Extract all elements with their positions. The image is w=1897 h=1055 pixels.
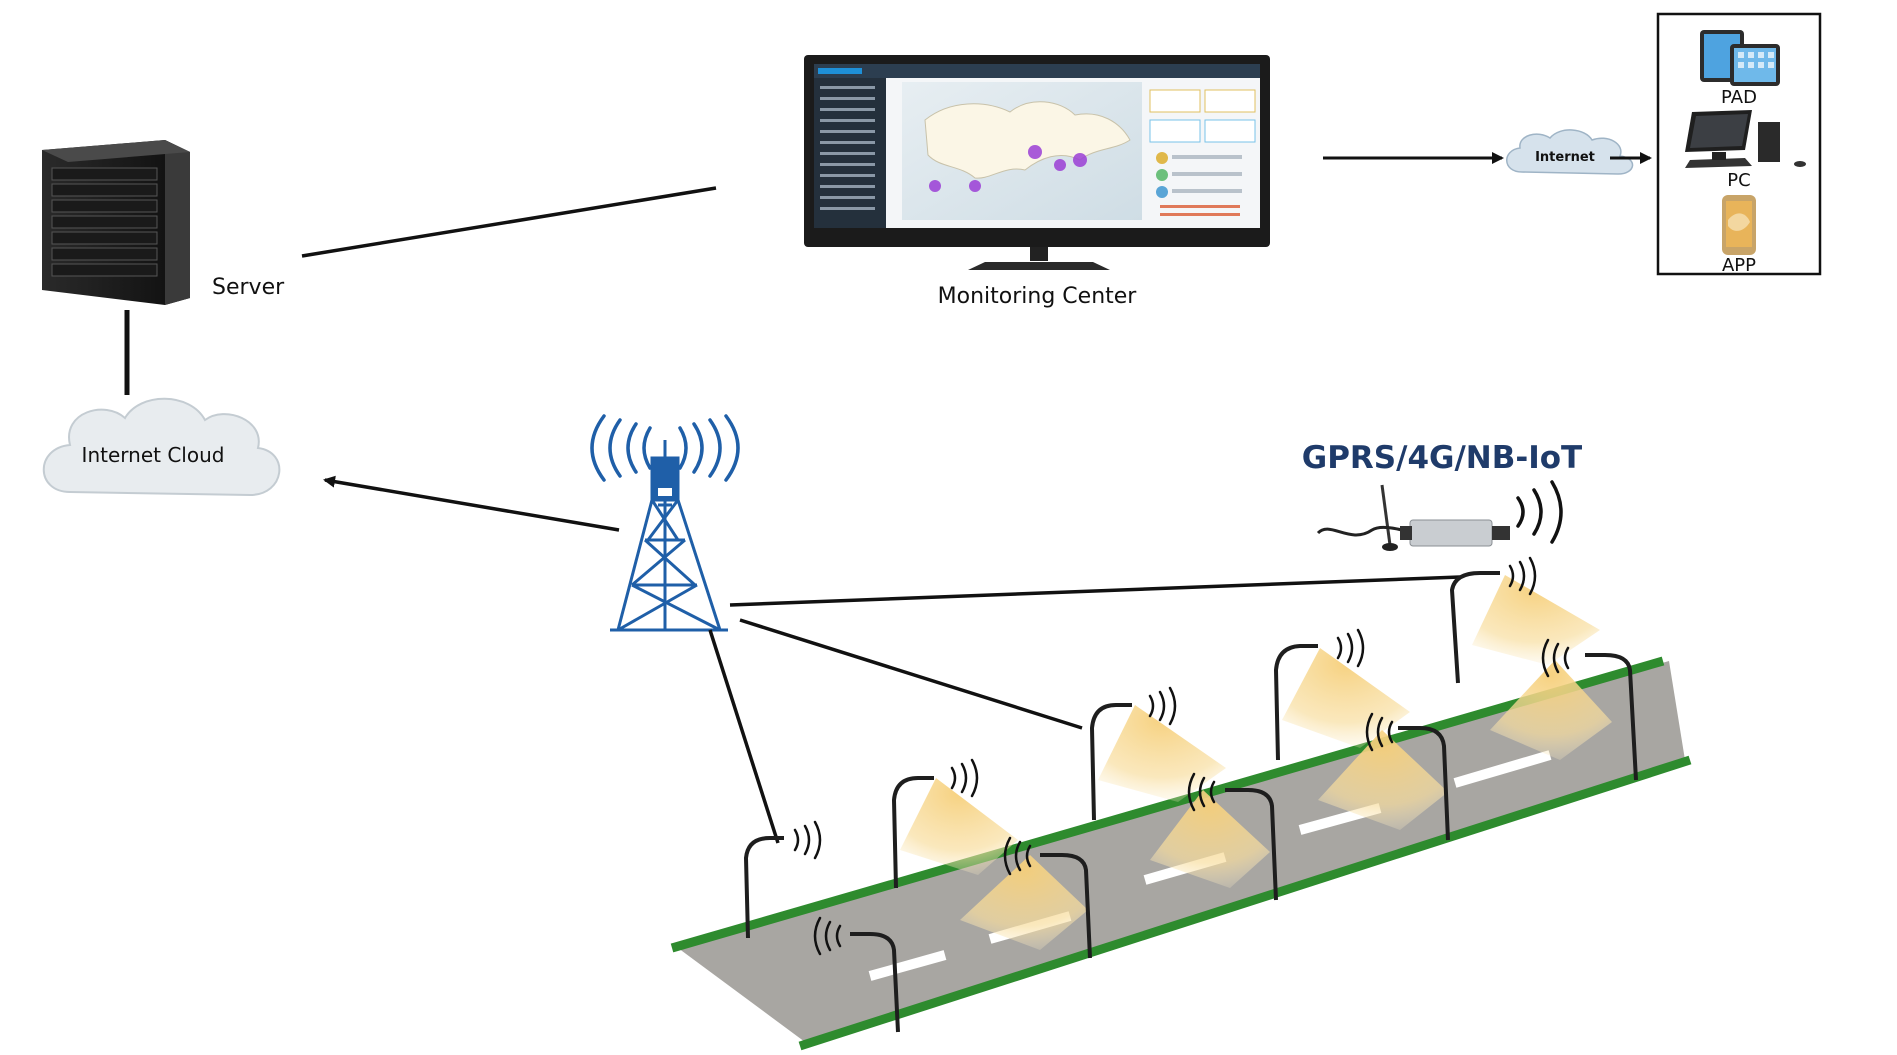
server-icon xyxy=(42,140,190,305)
street-lamp-icon xyxy=(850,932,900,1033)
server-monitor-link xyxy=(301,186,717,258)
network-label: GPRS/4G/NB-IoT xyxy=(1302,440,1582,476)
street-lamp-icon xyxy=(1318,726,1450,841)
tablet-icon xyxy=(1700,30,1780,86)
tower-cloud-arrow xyxy=(323,475,620,532)
pad-label: PAD xyxy=(1721,87,1757,108)
internet-cloud-label: Internet Cloud xyxy=(82,443,225,467)
server-label: Server xyxy=(212,275,285,300)
wireless-signal-icon xyxy=(793,556,1570,956)
street-lamp-icon xyxy=(960,853,1092,959)
controller-device-icon xyxy=(1316,484,1510,551)
cell-tower-icon xyxy=(610,440,728,632)
monitoring-center-label: Monitoring Center xyxy=(938,284,1138,309)
app-label: APP xyxy=(1722,255,1756,276)
street-lamp-icon xyxy=(1089,703,1226,821)
wireless-signal-icon xyxy=(590,414,740,482)
street-lamp-icon xyxy=(1273,644,1410,761)
cloud-icon xyxy=(42,397,281,497)
street-lamp-icon xyxy=(1150,788,1278,901)
wireless-signal-icon xyxy=(1516,480,1563,544)
street-lamp-icon xyxy=(1449,571,1600,684)
street-lamp-icon xyxy=(743,836,784,939)
tower-lamp-links xyxy=(708,575,1461,844)
desktop-pc-icon xyxy=(1685,110,1806,168)
smartphone-icon xyxy=(1722,195,1756,255)
street-lamp-icon xyxy=(1490,653,1638,781)
pc-label: PC xyxy=(1727,170,1750,191)
street-lamp-icon xyxy=(891,776,1018,889)
internet-label: Internet xyxy=(1535,150,1595,165)
monitor-icon xyxy=(804,55,1270,270)
